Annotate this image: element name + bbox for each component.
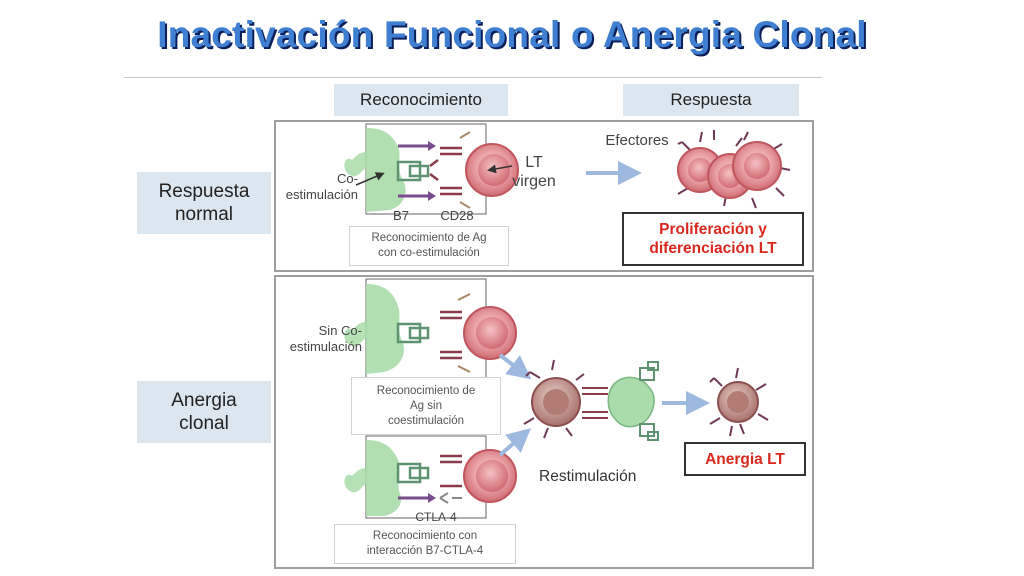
arrow-bottom-to-restim xyxy=(498,428,532,457)
caption-recognition-costim: Reconocimiento de Ag con co-estimulación xyxy=(349,226,509,266)
naive-lt-label: LT virgen xyxy=(512,154,556,190)
anergic-t-cell xyxy=(709,367,769,437)
restimulation-cluster xyxy=(523,359,659,441)
header-recognition: Reconocimiento xyxy=(334,84,508,116)
normal-synapse xyxy=(344,123,519,215)
synapse-no-costim xyxy=(344,278,517,380)
apc-cell-normal xyxy=(366,128,406,212)
caption-recognition-no-costim: Reconocimiento de Ag sin coestimulación xyxy=(351,377,501,435)
restimulation-label: Restimulación xyxy=(539,468,637,485)
outcome-proliferation: Proliferación y diferenciación LT xyxy=(622,212,804,266)
caption-recognition-ctla4: Reconocimiento con interacción B7-CTLA-4 xyxy=(334,524,516,564)
effectors-label: Efectores xyxy=(605,132,669,149)
costimulation-label: Co- estimulación xyxy=(285,171,358,202)
no-costimulation-label: Sin Co- estimulación xyxy=(289,323,362,354)
cd28-label: CD28 xyxy=(440,208,474,223)
apc-cell-top xyxy=(366,284,404,374)
effector-cells xyxy=(677,130,791,209)
apc-cell-restim xyxy=(607,376,655,428)
row-label-anergy: Anergia clonal xyxy=(137,381,271,443)
header-response: Respuesta xyxy=(623,84,799,116)
b7-label: B7 xyxy=(393,208,409,223)
synapse-ctla4 xyxy=(344,435,517,519)
ctla4-label: CTLA-4 xyxy=(415,510,457,524)
slide-title: Inactivación Funcional o Anergia Clonal xyxy=(157,14,867,55)
arrow-top-to-restim xyxy=(498,353,532,380)
outcome-anergy: Anergia LT xyxy=(684,442,806,476)
row-label-normal: Respuesta normal xyxy=(137,172,271,234)
apc-cell-bottom xyxy=(366,440,402,516)
title-divider xyxy=(124,77,822,78)
